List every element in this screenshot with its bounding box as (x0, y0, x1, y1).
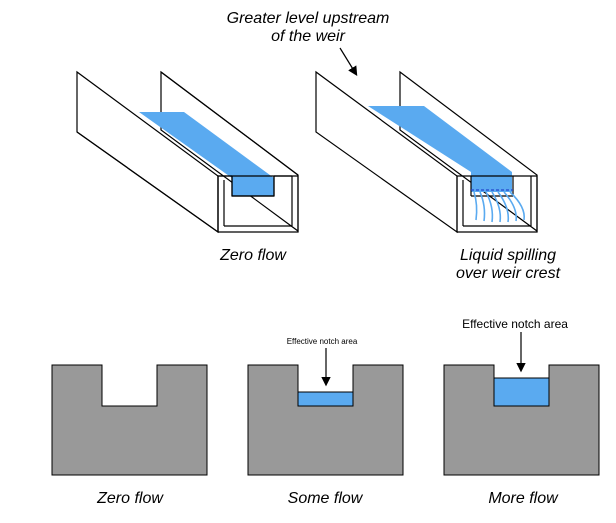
liquid-surface (368, 106, 512, 192)
spill-stream (473, 191, 478, 221)
channel-right-top-edge (160, 71, 299, 176)
notch-area-label-small: Effective notch area (287, 337, 358, 346)
liquid-surface (139, 112, 274, 196)
spill-stream (485, 191, 494, 223)
caption-notch-more-flow: More flow (488, 490, 559, 507)
weir-channel-3d-spilling (315, 70, 538, 234)
spilling-liquid-streams (473, 191, 526, 223)
upstream-annotation-line1: Greater level upstream (227, 10, 390, 27)
effective-notch-area (493, 377, 550, 407)
spill-stream (497, 191, 510, 223)
weir-plate (51, 364, 208, 476)
upstream-annotation-arrow (339, 47, 358, 77)
spill-stream (479, 191, 486, 222)
caption-notch-some-flow: Some flow (288, 490, 364, 507)
weir-plate (247, 364, 404, 476)
notch-area-label-large: Effective notch area (462, 317, 568, 331)
upstream-level-annotation: Greater level upstream of the weir (227, 10, 390, 77)
spill-stream (503, 191, 518, 222)
weir-end-plate (456, 175, 538, 233)
caption-3d-zero-flow: Zero flow (219, 247, 287, 264)
caption-3d-spilling-line1: Liquid spilling (460, 247, 556, 264)
upstream-annotation-line2: of the weir (271, 28, 345, 45)
caption-notch-zero-flow: Zero flow (96, 490, 164, 507)
effective-notch-area (297, 391, 354, 407)
weir-channel-3d-zero-flow (76, 70, 299, 234)
notch-plate-some-flow (247, 348, 404, 476)
spill-stream (509, 191, 526, 221)
channel-bottom-edge (76, 131, 219, 233)
notch-plate-zero-flow (51, 364, 208, 476)
notch-plate-more-flow (443, 332, 600, 476)
spill-stream (491, 191, 502, 223)
caption-3d-spilling-line2: over weir crest (456, 265, 561, 282)
